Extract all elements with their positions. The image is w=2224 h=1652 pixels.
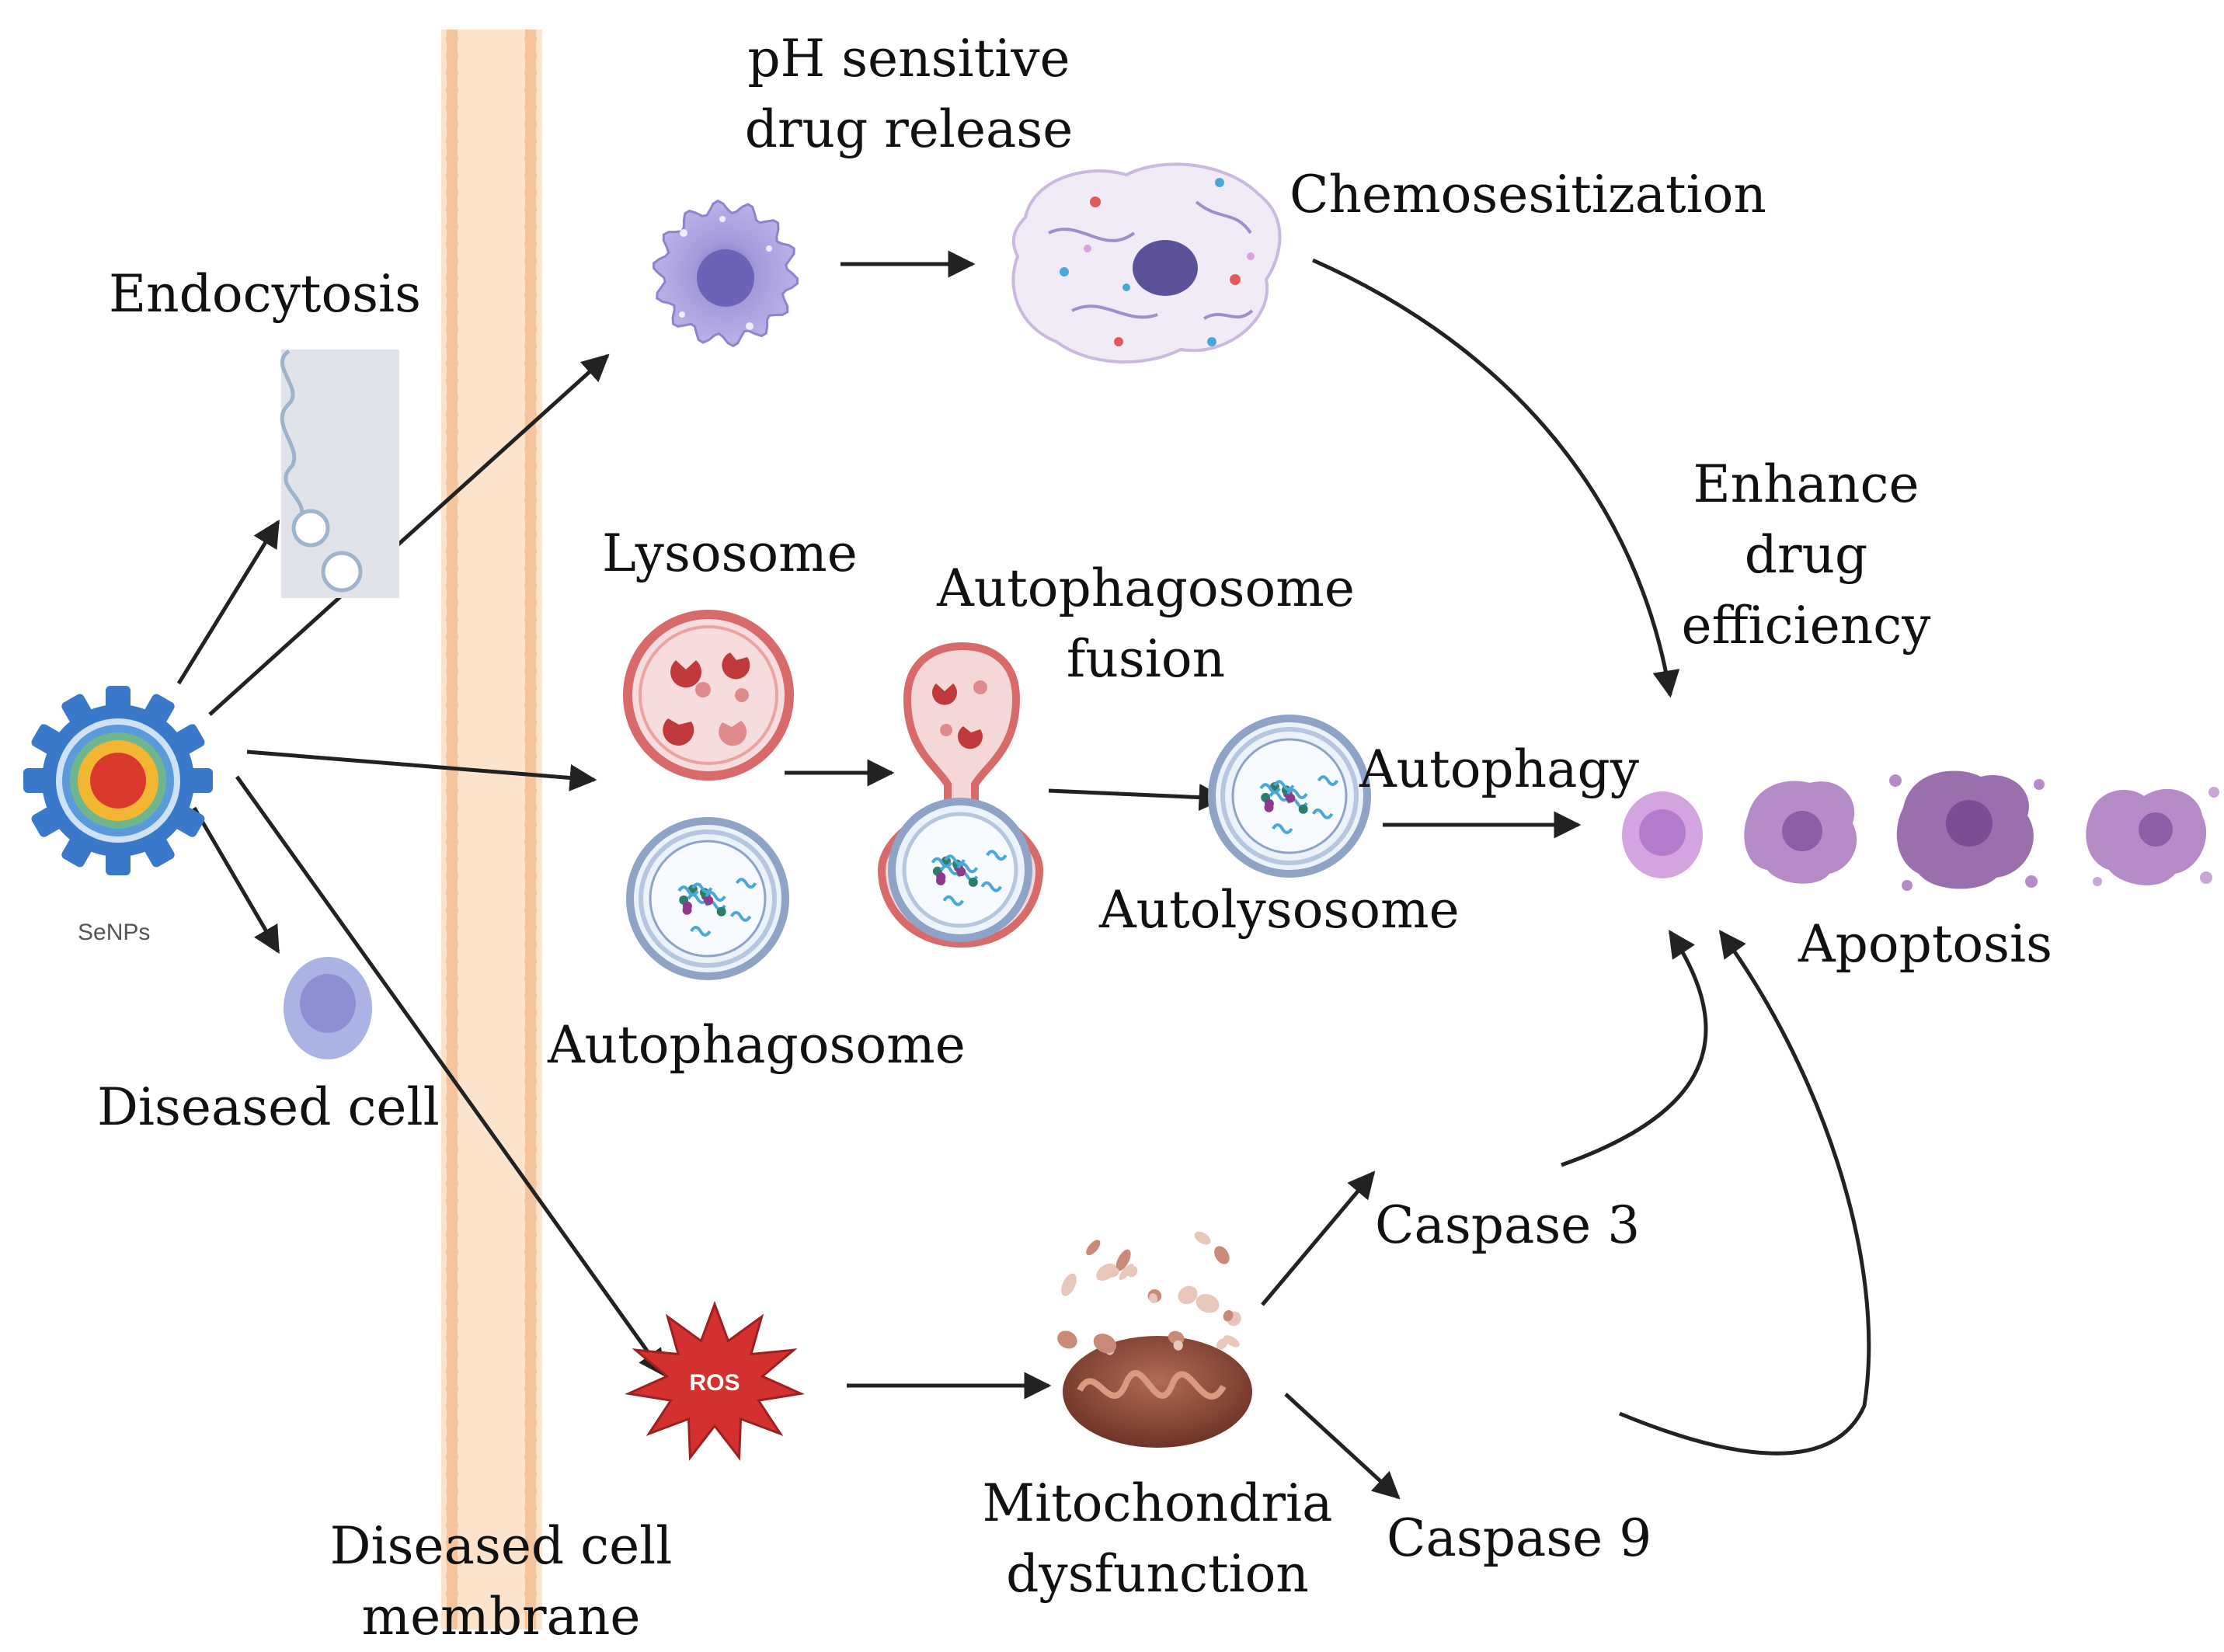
mitochondria-icon <box>1057 1231 1252 1448</box>
mitochondria-fragments <box>1057 1231 1241 1355</box>
mito-label: Mitochondria dysfunction <box>982 1473 1333 1605</box>
enhance-label: Enhance drug efficiency <box>1681 454 1931 656</box>
fusion-label: Autophagosome fusion <box>937 558 1355 690</box>
ros-label: ROS <box>689 1370 740 1396</box>
ros-burst-icon: ROS <box>624 1300 806 1461</box>
lysosome-label: Lysosome <box>602 523 858 583</box>
autophagosome-cargo <box>677 878 757 937</box>
cell-membrane <box>441 30 542 1629</box>
arrow-to-diseased-cell <box>192 806 280 955</box>
chemosensitization-label: Chemosesitization <box>1290 165 1766 224</box>
autolysosome-icon <box>1208 715 1371 878</box>
senps-nanoparticle-icon <box>23 686 213 875</box>
autophagy-label: Autophagy <box>1359 739 1640 799</box>
apoptotic-cell-1-icon <box>1622 791 1703 878</box>
arrow-to-endocytosis <box>176 520 280 685</box>
membrane-label: Diseased cell membrane <box>329 1516 673 1647</box>
endocytosis-membrane-icon <box>280 349 399 598</box>
arrow-caspase9-to-apoptosis <box>1619 930 1871 1455</box>
caspase9-label: Caspase 9 <box>1387 1508 1652 1568</box>
ph-release-label: pH sensitive drug release <box>744 29 1074 160</box>
fusion-icon <box>877 642 1044 948</box>
diseased-cell-icon <box>284 957 372 1059</box>
lysosome-icon <box>623 610 794 781</box>
arrow-to-ph-vesicle <box>208 353 610 716</box>
apoptotic-cell-3-icon <box>1889 770 2045 891</box>
autolysosome-cargo <box>1259 775 1339 834</box>
diseased-cell-label: Diseased cell <box>97 1077 440 1137</box>
apoptotic-cell-4-icon <box>2086 787 2219 886</box>
chemosensitized-cell-icon <box>1011 162 1282 364</box>
arrow-to-ros <box>235 775 667 1377</box>
endocytosis-label: Endocytosis <box>109 264 422 324</box>
arrow-chemo-to-apoptosis <box>1311 258 1680 698</box>
arrow-fusion-to-autolysosome <box>1048 784 1227 812</box>
autolysosome-label: Autolysosome <box>1099 880 1460 940</box>
apoptotic-cell-2-icon <box>1744 781 1857 884</box>
ph-vesicle-icon <box>652 199 799 348</box>
autophagosome-icon <box>626 817 789 980</box>
senps-label: SeNPs <box>78 920 151 945</box>
arrow-mito-to-caspase3 <box>1261 1170 1376 1306</box>
membrane-lipids <box>446 33 537 1617</box>
apoptosis-label: Apoptosis <box>1798 914 2053 974</box>
arrow-mito-to-caspase9 <box>1284 1393 1401 1500</box>
caspase3-label: Caspase 3 <box>1375 1195 1641 1255</box>
fusion-cargo <box>931 850 1008 906</box>
autophagosome-label: Autophagosome <box>548 1015 966 1075</box>
arrow-caspase3-to-apoptosis <box>1561 930 1708 1167</box>
arrows <box>176 250 1871 1500</box>
arrow-to-lysosome <box>246 749 597 791</box>
